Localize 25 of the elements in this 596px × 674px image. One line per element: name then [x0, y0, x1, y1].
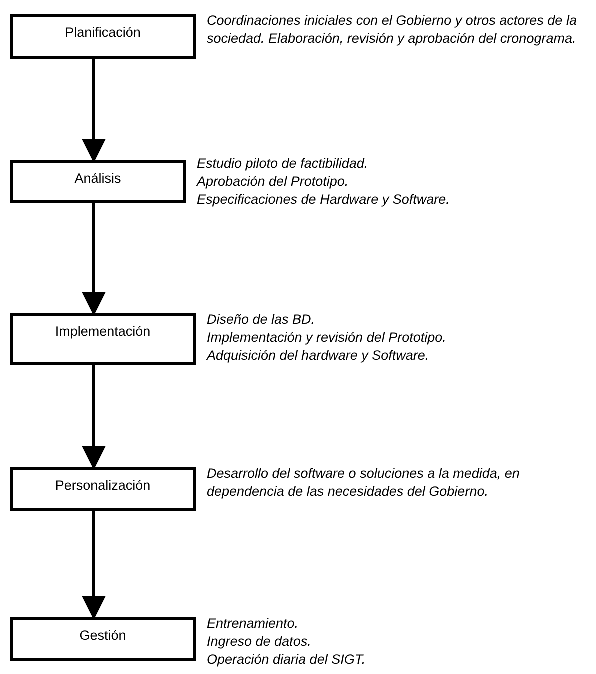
box-label: Gestión	[80, 628, 126, 645]
description-text: Coordinaciones iniciales con el Gobierno y otros actores de la sociedad. Elaboración, revisión y aprobación del cronograma.	[207, 12, 577, 48]
description-text: Diseño de las BD.	[207, 311, 316, 329]
arrow	[82, 203, 106, 316]
description-text: Operación diaria del SIGT.	[207, 651, 367, 669]
arrow	[82, 59, 106, 163]
box-label: Análisis	[74, 171, 122, 188]
arrow	[82, 365, 106, 470]
description-text: Ingreso de datos.	[207, 633, 312, 651]
description-text: Estudio piloto de factibilidad.	[197, 155, 370, 173]
process-box	[10, 467, 196, 511]
description-text: Aprobación del Prototipo.	[197, 173, 350, 191]
description-text: Entrenamiento.	[207, 615, 300, 633]
box-label: Planificación	[65, 25, 141, 42]
box-label: Implementación	[55, 324, 151, 341]
box-label: Personalización	[55, 478, 151, 495]
process-box	[10, 14, 196, 59]
description-text: Desarrollo del software o soluciones a la medida, en dependencia de las necesidades del Gobierno.	[207, 465, 521, 501]
process-box	[10, 617, 196, 661]
process-box	[10, 313, 196, 365]
description-text: Implementación y revisión del Prototipo.	[207, 329, 448, 347]
arrow	[82, 511, 106, 620]
process-box	[10, 160, 186, 203]
description-text: Especificaciones de Hardware y Software.	[197, 191, 451, 209]
description-text: Adquisición del hardware y Software.	[207, 347, 430, 365]
